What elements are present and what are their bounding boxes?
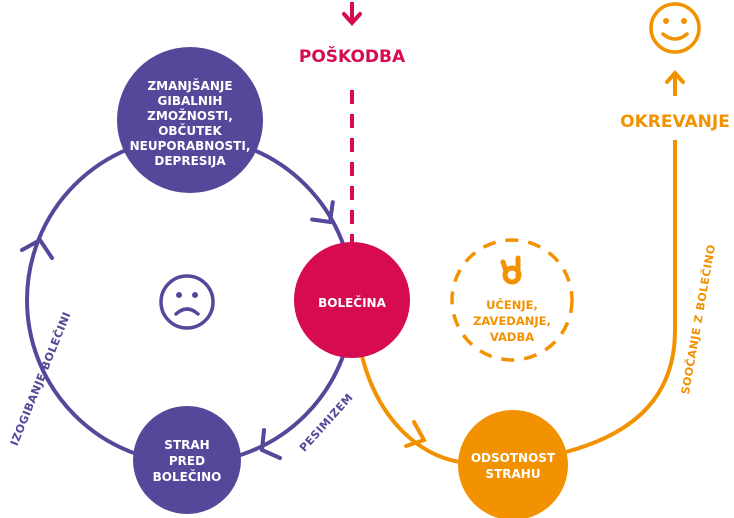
happy-face-icon: [649, 2, 701, 54]
recovery-path-1: [360, 355, 461, 464]
recovery-arrow-head: [665, 69, 685, 84]
recovery-label: OKREVANJE: [620, 112, 730, 132]
sad-face-icon: [159, 274, 215, 330]
cycle-arrowhead-bottom: [259, 428, 282, 460]
node-pain: BOLEČINA: [294, 242, 410, 358]
ok-hand-icon: [500, 255, 522, 285]
pessimism-label: PESIMIZEM: [297, 391, 356, 454]
facing-pain-label: SOOČANJE Z BOLEČINO: [679, 243, 718, 395]
node-learning: UČENJE,ZAVEDANJE,VADBA: [450, 238, 574, 362]
injury-label: POŠKODBA: [299, 45, 406, 67]
recovery-path-2: [565, 140, 677, 454]
avoidance-label: IZOGIBANJE BOLEČINI: [8, 310, 74, 448]
svg-text:BOLEČINA: BOLEČINA: [318, 295, 387, 310]
cycle-arrowhead-top-right: [310, 200, 335, 225]
svg-text:UČENJE,ZAVEDANJE,VADBA: UČENJE,ZAVEDANJE,VADBA: [473, 297, 551, 344]
recovery-arrowhead: [404, 420, 427, 448]
cycle-arrowhead-left: [20, 237, 54, 260]
injury-arrow-head: [342, 12, 362, 27]
